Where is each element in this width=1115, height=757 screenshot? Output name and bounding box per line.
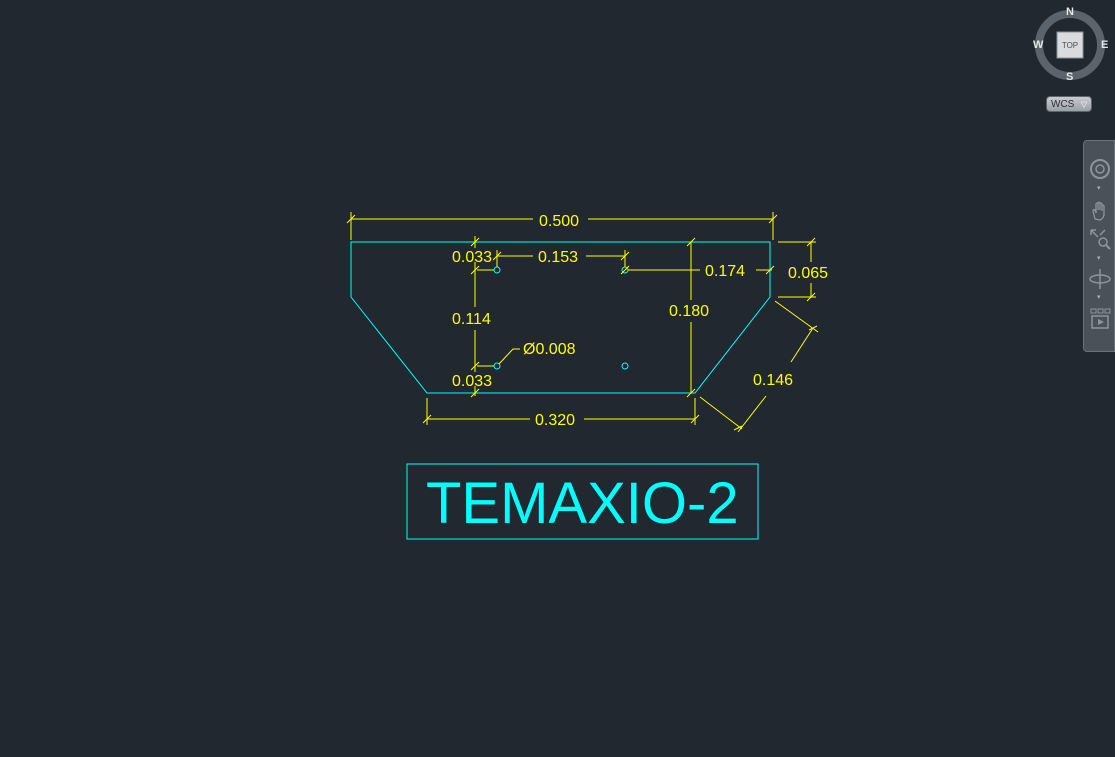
wcs-dropdown[interactable]: WCS ▽	[1046, 96, 1092, 112]
part-outline[interactable]	[350, 241, 771, 394]
compass-west[interactable]: W	[1033, 39, 1044, 51]
pan-hand-icon[interactable]	[1088, 199, 1112, 223]
hole-top-left	[493, 266, 501, 274]
title-frame[interactable]	[406, 463, 759, 540]
dim-chamfer-height[interactable]: 0.065	[788, 265, 828, 282]
dim-hole-diameter[interactable]: Ø0.008	[523, 341, 576, 358]
dim-overall-width[interactable]: 0.500	[539, 213, 579, 230]
dim-bottom-left-offset[interactable]: 0.033	[452, 373, 492, 390]
dim-overall-height[interactable]: 0.180	[669, 303, 709, 320]
chevron-down-icon[interactable]: ▾	[1097, 185, 1101, 192]
dim-bottom-width[interactable]: 0.320	[535, 412, 575, 429]
chevron-down-icon: ▽	[1080, 100, 1087, 109]
compass-south[interactable]: S	[1066, 71, 1074, 83]
viewcube-top-face[interactable]: TOP	[1062, 41, 1078, 50]
compass-ring[interactable]: TOP	[1032, 8, 1108, 84]
steering-wheel-icon[interactable]	[1088, 157, 1112, 181]
zoom-extents-icon[interactable]	[1088, 227, 1112, 251]
wcs-label: WCS	[1051, 99, 1075, 110]
dim-hole-spacing[interactable]: 0.153	[538, 249, 578, 266]
compass-north[interactable]: N	[1066, 6, 1074, 18]
compass-east[interactable]: E	[1101, 39, 1109, 51]
chevron-down-icon[interactable]: ▾	[1097, 294, 1101, 301]
navigation-bar: ▾ ▾ ▾	[1083, 140, 1115, 352]
orbit-icon[interactable]	[1088, 267, 1112, 291]
showmotion-icon[interactable]	[1088, 307, 1112, 331]
hole-bottom-right	[621, 362, 629, 370]
drawing-title[interactable]: TEMAXIO-2	[426, 471, 739, 536]
dimension-lines[interactable]	[346, 212, 819, 433]
chevron-down-icon[interactable]: ▾	[1097, 255, 1101, 262]
dim-hole-vertical-spacing[interactable]: 0.114	[452, 311, 491, 328]
dim-chamfer-length[interactable]: 0.146	[753, 372, 793, 389]
viewcube[interactable]: TOP N S E W	[1032, 6, 1109, 84]
dim-right-hole-offset[interactable]: 0.174	[705, 263, 745, 280]
dim-top-left-offset[interactable]: 0.033	[452, 249, 492, 266]
